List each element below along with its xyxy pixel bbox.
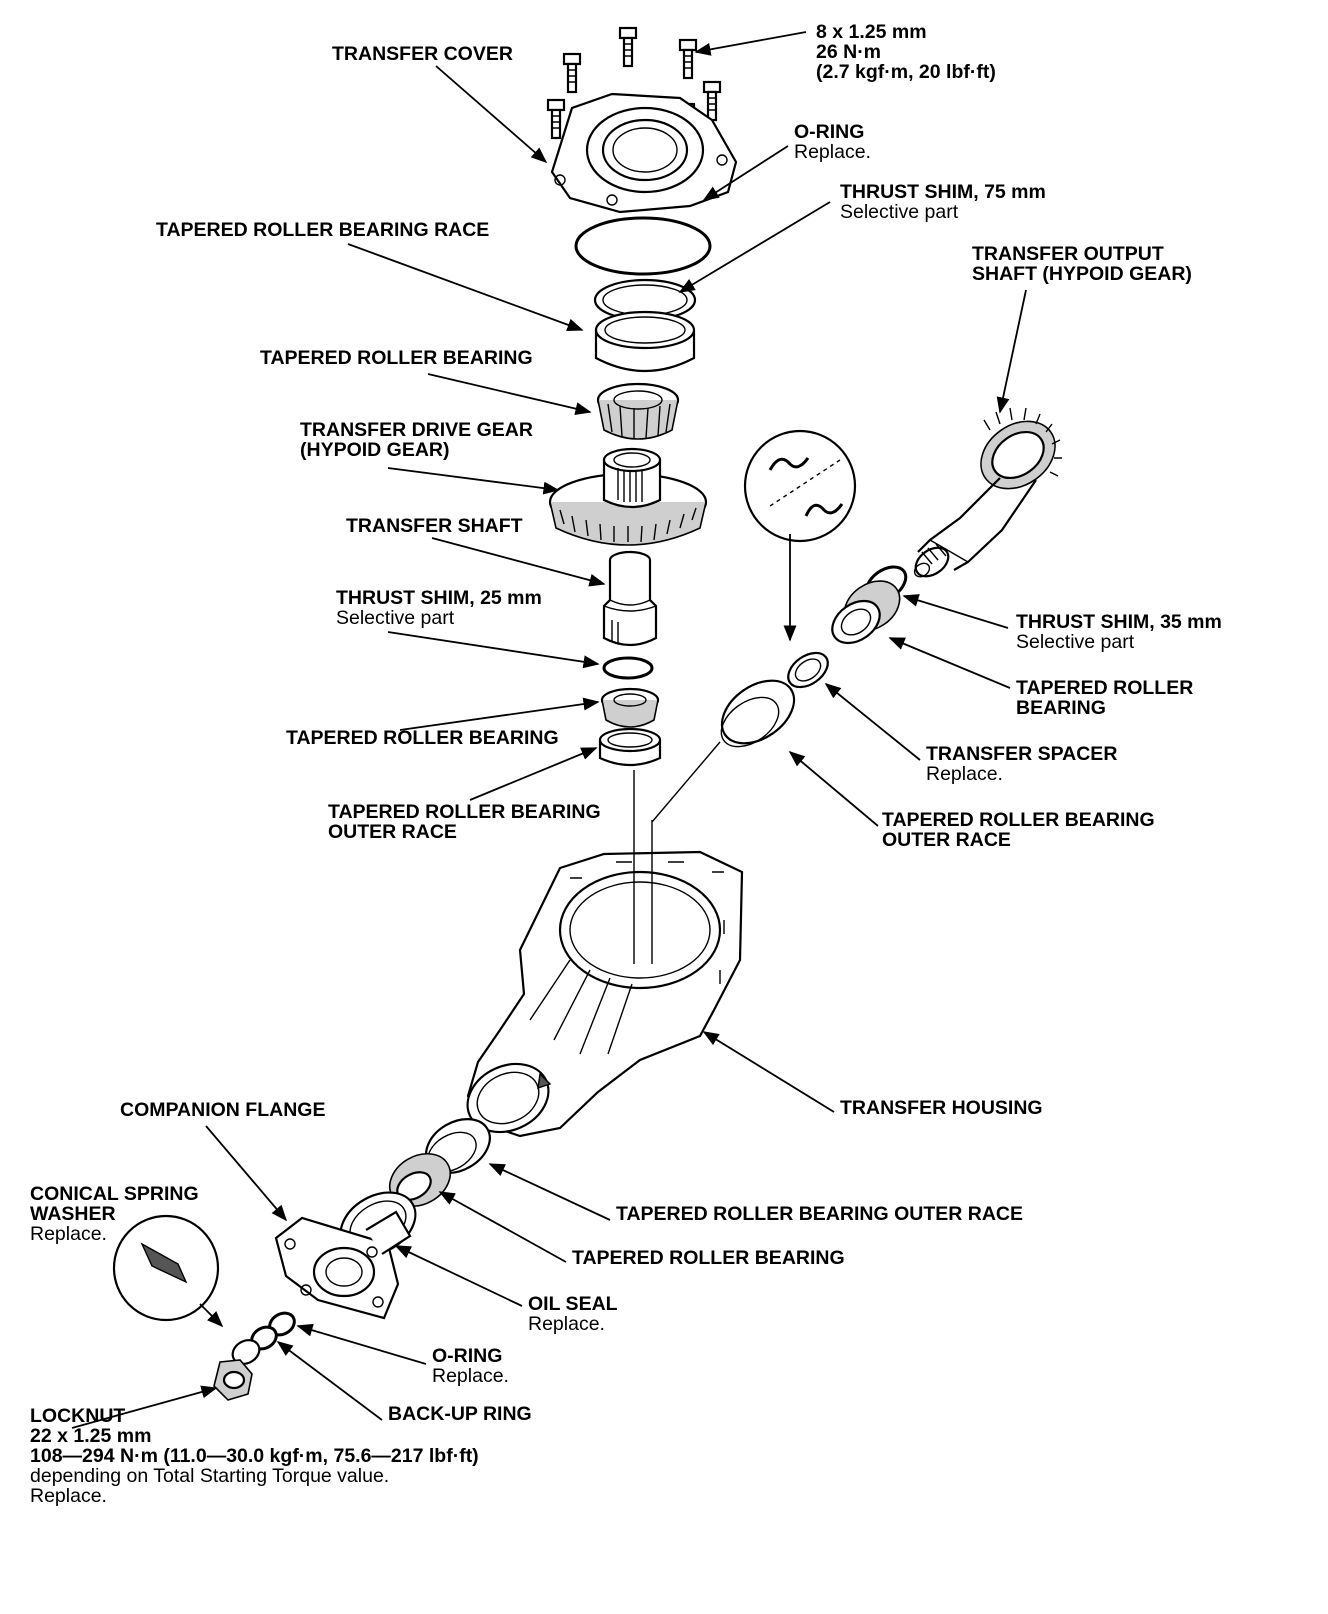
detail-magnifier-right [743,429,857,543]
o-ring-top-label: O-RING Replace. [794,121,871,163]
transfer-spacer-drawing [787,651,829,689]
guide-lines [633,741,721,964]
thrust-shim-25-label: THRUST SHIM, 25 mm Selective part [336,587,546,629]
thrust-shim-35-label: THRUST SHIM, 35 mm Selective part [1016,611,1226,653]
bearing-lower-left-drawing [600,687,660,728]
locknut-label: LOCKNUT 22 x 1.25 mm 108—294 N·m (11.0—3… [30,1405,483,1507]
bearing-race-top-drawing [593,278,697,372]
conical-washer-drawing [231,1339,261,1365]
transfer-spacer-label: TRANSFER SPACER Replace. [926,743,1122,785]
backup-ring-label: BACK-UP RING [388,1403,532,1425]
transfer-shaft-label: TRANSFER SHAFT [346,515,523,537]
outer-race-left-label: TAPERED ROLLER BEARING OUTER RACE [328,801,605,843]
bearing-upper-label: TAPERED ROLLER BEARING [260,347,533,369]
output-shaft-drawing [913,407,1062,578]
output-shaft-label: TRANSFER OUTPUT SHAFT (HYPOID GEAR) [972,243,1192,285]
detail-magnifier-washer [112,1214,224,1328]
bearing-upper-drawing [596,382,680,440]
outer-race-right-label: TAPERED ROLLER BEARING OUTER RACE [882,809,1159,851]
transfer-cover-drawing [550,92,738,214]
transfer-housing-drawing [466,850,744,1138]
bolt-spec-label: 8 x 1.25 mm 26 N·m (2.7 kgf·m, 20 lbf·ft… [816,21,996,83]
companion-flange-drawing [274,1210,412,1320]
transfer-housing-label: TRANSFER HOUSING [840,1097,1043,1119]
transfer-cover-label: TRANSFER COVER [332,43,513,65]
o-ring-bottom-label: O-RING Replace. [432,1345,509,1387]
bearing-right-label: TAPERED ROLLER BEARING [1016,677,1198,719]
transfer-shaft-drawing [602,550,658,647]
outer-race-bottom-label: TAPERED ROLLER BEARING OUTER RACE [616,1203,1023,1225]
thrust-shim-25-drawing [602,656,654,680]
outer-race-left-drawing [598,727,662,767]
drive-gear-label: TRANSFER DRIVE GEAR (HYPOID GEAR) [300,419,537,461]
thrust-shim-75-label: THRUST SHIM, 75 mm Selective part [840,181,1050,223]
bearing-right-drawing [831,580,901,645]
bearing-bottom-label: TAPERED ROLLER BEARING [572,1247,845,1269]
leader-lines [71,31,1027,1429]
oil-seal-label: OIL SEAL Replace. [528,1293,622,1335]
outer-race-right-drawing [720,679,796,748]
conical-washer-label: CONICAL SPRING WASHER Replace. [30,1183,203,1245]
bearing-race-top-label: TAPERED ROLLER BEARING RACE [156,219,489,241]
locknut-drawing [213,1359,253,1401]
o-ring-top-drawing [574,216,712,276]
drive-gear-drawing [548,447,708,546]
companion-flange-label: COMPANION FLANGE [120,1099,325,1121]
bearing-lower-left-label: TAPERED ROLLER BEARING [286,727,559,749]
